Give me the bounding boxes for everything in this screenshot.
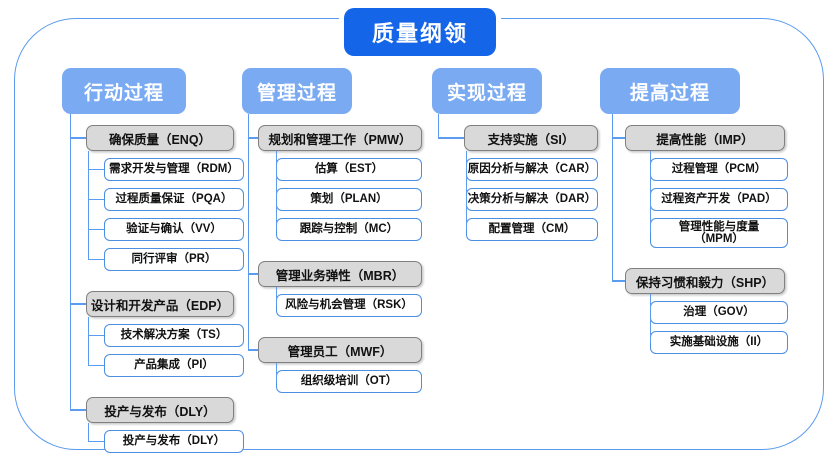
connector-leaf-1-2-1 — [88, 334, 104, 337]
trunk-group-1-3 — [88, 423, 90, 442]
leaf-box-3-1-3[interactable]: 配置管理（CM） — [466, 218, 598, 241]
trunk-group-3-1 — [466, 151, 468, 230]
trunk-column-3 — [438, 114, 440, 138]
group-box-1-3[interactable]: 投产与发布（DLY） — [86, 397, 234, 423]
leaf-box-3-1-2[interactable]: 决策分析与解决（DAR） — [466, 188, 598, 211]
column-header-2[interactable]: 管理过程 — [242, 68, 352, 114]
leaf-box-1-2-2[interactable]: 产品集成（PI） — [104, 354, 244, 377]
connector-group-1-1 — [70, 137, 86, 139]
column-header-3[interactable]: 实现过程 — [432, 68, 542, 114]
connector-group-4-2 — [612, 280, 625, 282]
leaf-box-4-1-3[interactable]: 管理性能与度量（MPM） — [650, 218, 788, 248]
trunk-group-2-2 — [276, 287, 278, 306]
trunk-column-2 — [248, 114, 250, 350]
trunk-group-4-1 — [650, 151, 652, 233]
group-box-4-1[interactable]: 提高性能（IMP） — [625, 125, 785, 151]
connector-leaf-1-3-1 — [88, 440, 104, 443]
connector-group-3-1 — [438, 137, 464, 139]
leaf-box-1-1-4[interactable]: 同行评审（PR） — [104, 248, 244, 271]
group-box-2-3[interactable]: 管理员工（MWF） — [258, 337, 422, 363]
leaf-box-1-1-2[interactable]: 过程质量保证（PQA） — [104, 188, 244, 211]
leaf-box-3-1-1[interactable]: 原因分析与解决（CAR） — [466, 158, 598, 181]
trunk-group-4-2 — [650, 294, 652, 343]
connector-group-1-2 — [70, 303, 86, 305]
connector-group-2-3 — [248, 349, 258, 351]
trunk-column-1 — [70, 114, 72, 410]
connector-group-1-3 — [70, 409, 86, 411]
leaf-box-1-1-1[interactable]: 需求开发与管理（RDM） — [104, 158, 244, 181]
connector-group-2-2 — [248, 273, 258, 275]
group-box-1-2[interactable]: 设计和开发产品（EDP） — [86, 291, 234, 317]
leaf-box-1-3-1[interactable]: 投产与发布（DLY） — [104, 430, 244, 453]
leaf-box-2-1-2[interactable]: 策划（PLAN） — [276, 188, 422, 211]
column-header-4[interactable]: 提高过程 — [600, 68, 740, 114]
group-box-1-1[interactable]: 确保质量（ENQ） — [86, 125, 234, 151]
trunk-group-1-1 — [88, 151, 90, 260]
connector-leaf-1-1-2 — [88, 198, 104, 201]
trunk-group-2-1 — [276, 151, 278, 230]
trunk-group-1-2 — [88, 317, 90, 366]
leaf-box-2-3-1[interactable]: 组织级培训（OT） — [276, 370, 422, 393]
leaf-box-2-1-3[interactable]: 跟踪与控制（MC） — [276, 218, 422, 241]
trunk-group-2-3 — [276, 363, 278, 382]
trunk-column-4 — [612, 114, 614, 281]
group-box-4-2[interactable]: 保持习惯和毅力（SHP） — [625, 268, 785, 294]
leaf-box-4-1-2[interactable]: 过程资产开发（PAD） — [650, 188, 788, 211]
connector-leaf-1-1-1 — [88, 168, 104, 171]
connector-group-4-1 — [612, 137, 625, 139]
leaf-box-4-1-1[interactable]: 过程管理（PCM） — [650, 158, 788, 181]
group-box-2-2[interactable]: 管理业务弹性（MBR） — [258, 261, 422, 287]
leaf-box-1-2-1[interactable]: 技术解决方案（TS） — [104, 324, 244, 347]
connector-leaf-1-1-4 — [88, 258, 104, 261]
leaf-box-2-2-1[interactable]: 风险与机会管理（RSK） — [276, 294, 422, 317]
leaf-box-1-1-3[interactable]: 验证与确认（VV） — [104, 218, 244, 241]
connector-group-2-1 — [248, 137, 258, 139]
leaf-box-4-2-1[interactable]: 治理（GOV） — [650, 301, 788, 324]
group-box-2-1[interactable]: 规划和管理工作（PMW） — [258, 125, 422, 151]
group-box-3-1[interactable]: 支持实施（SI） — [464, 125, 598, 151]
column-header-1[interactable]: 行动过程 — [62, 68, 186, 114]
connector-leaf-1-1-3 — [88, 228, 104, 231]
leaf-box-2-1-1[interactable]: 估算（EST） — [276, 158, 422, 181]
connector-leaf-1-2-2 — [88, 364, 104, 367]
leaf-box-4-2-2[interactable]: 实施基础设施（II） — [650, 331, 788, 354]
diagram-title: 质量纲领 — [344, 8, 496, 56]
